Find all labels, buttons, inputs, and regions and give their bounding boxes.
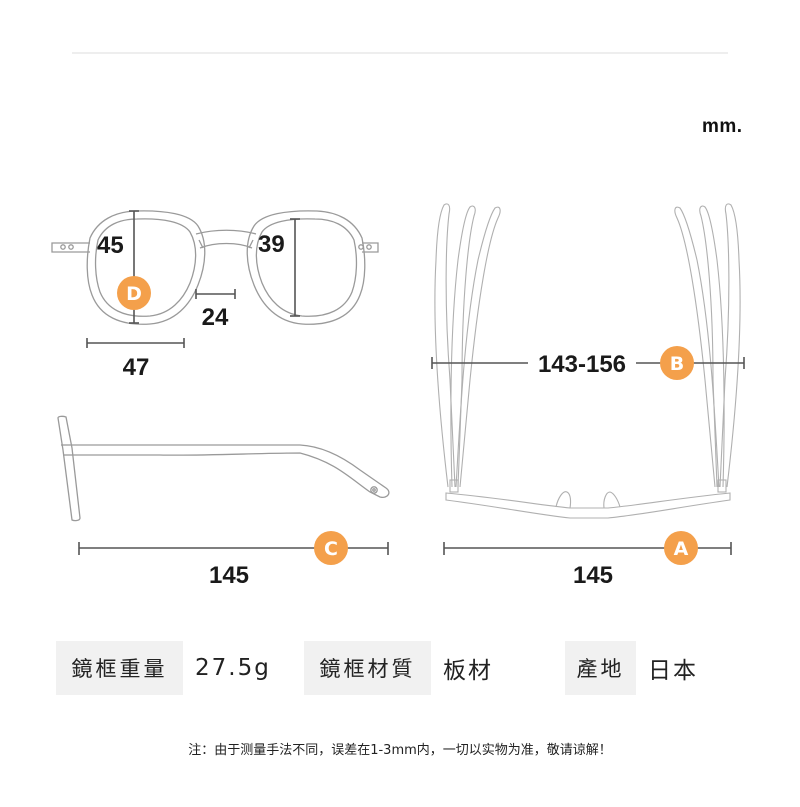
lens-inner-height-value: 39 [258,231,285,258]
badge-a-letter: A [674,538,689,560]
badge-b-circle [660,346,694,380]
badge-b-letter: B [670,353,684,375]
measurement-note: 注：由于测量手法不同，误差在1-3mm内，一切以实物为准，敬请谅解！ [188,743,612,758]
bridge-width-value: 24 [202,304,229,331]
lens-height-value: 45 [97,232,124,259]
spec-material: 鏡框材質 板材 [304,641,493,695]
badge-d-circle [117,276,151,310]
spec-origin-label: 產地 [565,641,636,695]
badge-a-circle [664,531,698,565]
side-view-temple [57,415,390,522]
badge-c-letter: C [324,538,338,560]
spec-material-label: 鏡框材質 [304,641,431,695]
spec-origin: 產地 日本 [565,641,698,695]
spec-weight-label: 鏡框重量 [56,641,183,695]
spec-material-value: 板材 [443,658,493,684]
badge-c-circle [314,531,348,565]
glasses-dimension-diagram: 45 D 39 24 47 C 145 [51,203,745,589]
badge-d-letter: D [126,283,142,305]
front-view-glasses [51,210,379,325]
top-divider [72,52,728,54]
top-view-glasses [434,203,741,519]
spec-weight-value: 27.5g [195,655,271,681]
lens-width-value: 47 [123,354,150,381]
temple-length-value: 145 [209,562,249,589]
temple-spread-value: 143-156 [538,351,626,378]
spec-origin-value: 日本 [648,658,698,684]
unit-label: mm. [702,116,743,137]
frame-width-value: 145 [573,562,613,589]
spec-weight: 鏡框重量 27.5g [56,641,271,695]
top-view-dimension-lines [431,357,745,555]
